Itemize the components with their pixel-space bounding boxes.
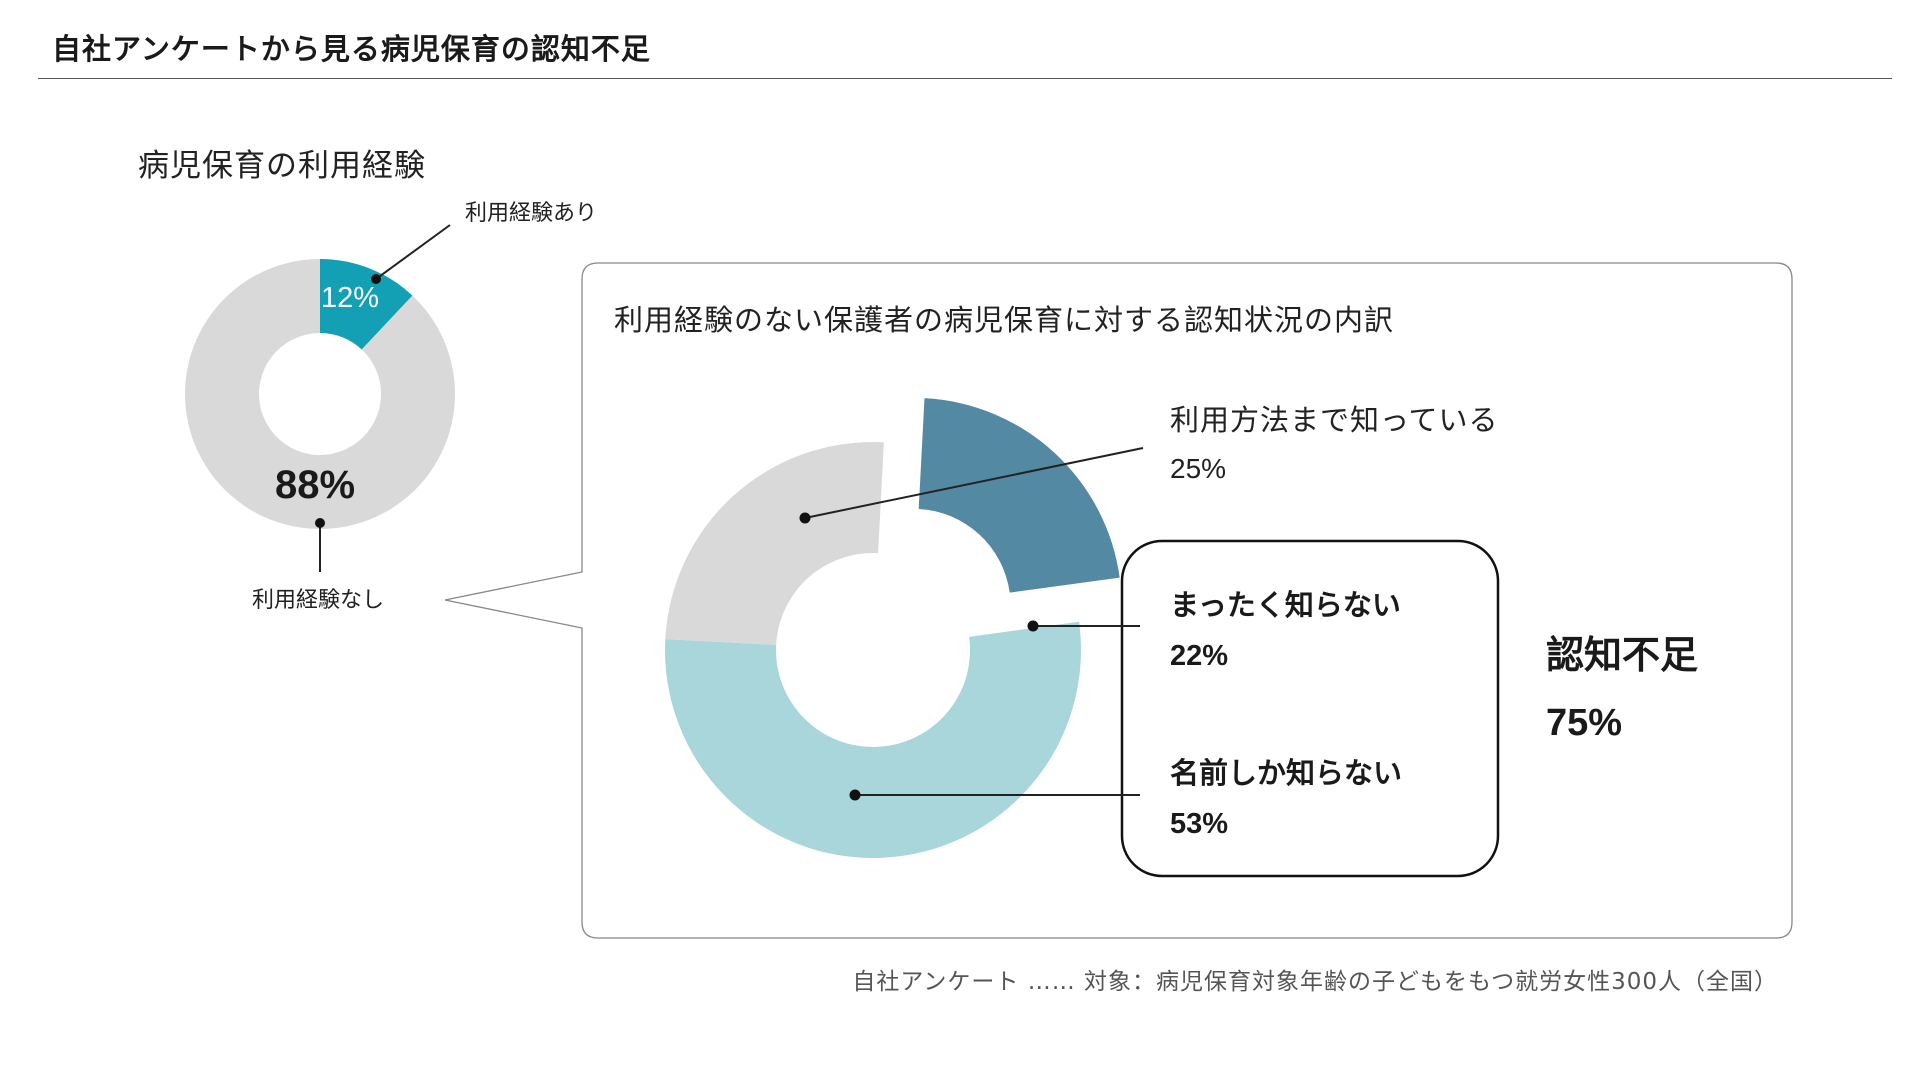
usage-no-value: 88% bbox=[275, 463, 355, 507]
aware-name-label: 名前しか知らない bbox=[1170, 756, 1402, 790]
usage-yes-leader-dot bbox=[371, 274, 381, 284]
unaware-group-box bbox=[1120, 539, 1500, 878]
page-title: 自社アンケートから見る病児保育の認知不足 bbox=[52, 32, 651, 66]
usage-slice-yes bbox=[320, 259, 413, 350]
usage-yes-value: 12% bbox=[321, 282, 379, 314]
usage-yes-label: 利用経験あり bbox=[465, 201, 597, 226]
unaware-group-value: 75% bbox=[1546, 702, 1622, 744]
awareness-donut bbox=[665, 398, 1120, 858]
aware-name-value: 53% bbox=[1170, 808, 1228, 840]
aware-usage-leader bbox=[804, 447, 1144, 519]
usage-no-label: 利用経験なし bbox=[252, 588, 384, 613]
aware-none-value: 22% bbox=[1170, 640, 1228, 672]
usage-donut bbox=[184, 259, 456, 529]
awareness-chart-title: 利用経験のない保護者の病児保育に対する認知状況の内訳 bbox=[614, 303, 1394, 337]
aware-usage-leader-dot bbox=[799, 512, 811, 524]
aware-slice-none bbox=[918, 398, 1120, 593]
source-footnote: 自社アンケート …… 対象：病児保育対象年齢の子どもをもつ就労女性300人（全国… bbox=[852, 969, 1778, 995]
aware-slice-name bbox=[665, 621, 1081, 858]
aware-name-leader-dot bbox=[849, 789, 861, 801]
usage-chart-title: 病児保育の利用経験 bbox=[138, 148, 426, 184]
aware-none-leader-dot bbox=[1027, 620, 1039, 632]
usage-no-leader-dot bbox=[315, 518, 325, 528]
aware-none-label: まったく知らない bbox=[1170, 588, 1401, 622]
callout-frame bbox=[444, 262, 1793, 939]
unaware-group-label: 認知不足 bbox=[1546, 633, 1698, 677]
aware-usage-label: 利用方法まで知っている bbox=[1170, 403, 1499, 437]
aware-usage-value: 25% bbox=[1170, 453, 1226, 484]
usage-slice-no bbox=[184, 259, 456, 529]
usage-yes-leader bbox=[375, 224, 451, 280]
aware-slice-usage bbox=[665, 442, 884, 645]
title-divider bbox=[38, 78, 1892, 79]
